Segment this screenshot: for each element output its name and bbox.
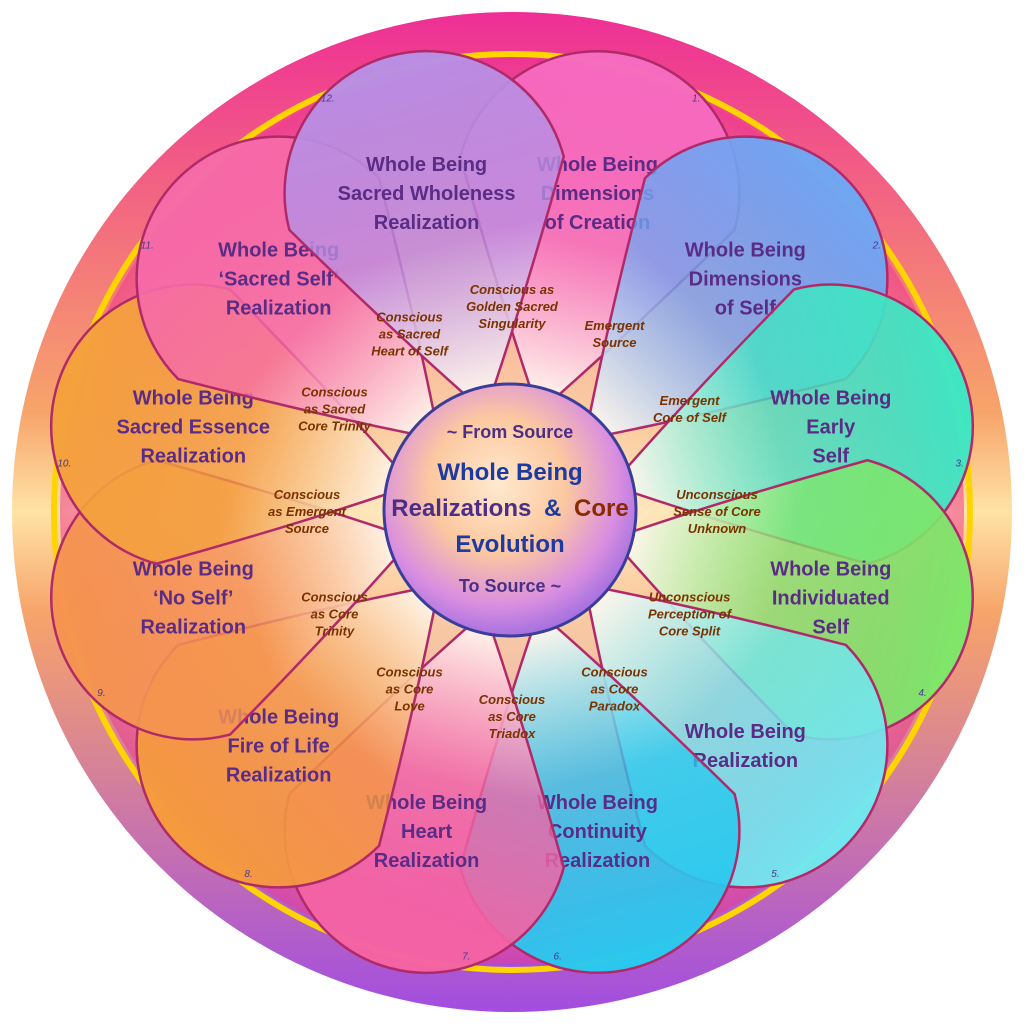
- connector-7-label-line: as Core: [386, 682, 434, 697]
- connector-3-label-line: Unconscious: [676, 487, 758, 502]
- connector-11-label-line: as Sacred: [379, 326, 441, 341]
- petal-4-number: 4.: [918, 688, 926, 699]
- center-circle: [382, 382, 638, 638]
- connector-6-label-line: Triadox: [489, 726, 536, 741]
- connector-10-label-line: as Sacred: [304, 402, 366, 417]
- petal-10-title-line: Whole Being: [133, 388, 254, 410]
- connector-3-label-line: Unknown: [688, 521, 747, 536]
- petal-12-number: 12.: [321, 93, 335, 104]
- petal-5-title-line: Realization: [693, 750, 799, 772]
- connector-12-label-line: Conscious as: [470, 282, 555, 297]
- connector-4-label-line: Perception of: [648, 607, 733, 622]
- petal-1-title-line: Dimensions: [541, 183, 654, 205]
- connector-7-label-line: Love: [394, 699, 424, 714]
- petal-12: [283, 50, 566, 402]
- connector-5-label-line: Paradox: [589, 699, 641, 714]
- connector-1-label-line: Source: [592, 335, 636, 350]
- petal-7-title-line: Whole Being: [366, 792, 487, 814]
- center-evolution: Evolution: [455, 531, 564, 558]
- petal-2-number: 2.: [872, 241, 881, 252]
- petal-4-title-line: Whole Being: [770, 558, 891, 580]
- petal-11-title-line: Realization: [226, 298, 332, 320]
- connector-9-label-line: as Emergent: [268, 504, 347, 519]
- petal-4-title-line: Self: [812, 616, 849, 638]
- petal-8-title-line: Realization: [226, 764, 332, 786]
- petal-9-title-line: Whole Being: [133, 558, 254, 580]
- connector-10-label-line: Conscious: [301, 385, 367, 400]
- petal-6-number: 6.: [554, 952, 562, 963]
- connector-9-label-line: Source: [285, 521, 329, 536]
- petal-7-title-line: Realization: [374, 850, 480, 872]
- center-realizations: Realizations: [391, 495, 531, 522]
- petal-6-title-line: Continuity: [548, 821, 648, 843]
- petal-6-title-line: Whole Being: [537, 792, 658, 814]
- petal-3-title-line: Early: [806, 417, 856, 439]
- connector-2-label-line: Core of Self: [653, 410, 728, 425]
- petal-2-title-line: Dimensions: [689, 269, 802, 291]
- connector-6-label-line: as Core: [488, 709, 536, 724]
- petal-8-number: 8.: [244, 869, 252, 880]
- connector-4-label-line: Core Split: [659, 624, 721, 639]
- connector-5-label-line: Conscious: [581, 665, 647, 680]
- petal-9-title-line: Realization: [140, 616, 246, 638]
- connector-4-label-line: Unconscious: [649, 590, 731, 605]
- petal-7-number: 7.: [462, 952, 470, 963]
- petal-3-title-line: Self: [812, 446, 849, 468]
- connector-6-label-line: Conscious: [479, 692, 545, 707]
- center-from-source: ~ From Source: [447, 422, 574, 442]
- connector-7-label-line: Conscious: [376, 665, 442, 680]
- petal-5-number: 5.: [771, 869, 779, 880]
- petal-7-title-line: Heart: [401, 821, 452, 843]
- petal-12-title-line: Whole Being: [366, 154, 487, 176]
- connector-9-label-line: Conscious: [274, 487, 340, 502]
- connector-5-label-line: as Core: [591, 682, 639, 697]
- center-hub: ~ From Source Whole Being Realizations &…: [382, 382, 638, 638]
- petal-10-title-line: Realization: [140, 446, 246, 468]
- center-ampersand: &: [544, 495, 561, 522]
- petal-2-title-line: of Self: [715, 298, 776, 320]
- center-whole-being: Whole Being: [437, 459, 582, 486]
- connector-8-label-line: as Core: [311, 607, 359, 622]
- petal-3-title-line: Whole Being: [770, 388, 891, 410]
- connector-8-label-line: Conscious: [301, 590, 367, 605]
- connector-8-label-line: Trinity: [315, 624, 355, 639]
- connector-1-label-line: Emergent: [585, 318, 646, 333]
- connector-12-label-line: Golden Sacred: [466, 299, 559, 314]
- connector-11-label-line: Conscious: [376, 309, 442, 324]
- petal-1-title-line: Whole Being: [537, 154, 658, 176]
- center-realizations-line: Realizations & Core: [391, 495, 628, 522]
- connector-2-label-line: Emergent: [660, 393, 721, 408]
- connector-3-label-line: Sense of Core: [673, 504, 760, 519]
- petal-4-title-line: Individuated: [772, 587, 890, 609]
- petal-12-title-line: Sacred Wholeness: [338, 183, 516, 205]
- center-to-source: To Source ~: [459, 576, 561, 596]
- connector-12-label-line: Singularity: [478, 316, 546, 331]
- petal-5-title-line: Whole Being: [685, 721, 806, 743]
- petal-10-number: 10.: [57, 458, 71, 469]
- petal-9-title-line: ‘No Self’: [153, 587, 233, 609]
- connector-10-label-line: Core Trinity: [298, 419, 371, 434]
- petal-6-title-line: Realization: [545, 850, 651, 872]
- petal-3-number: 3.: [955, 458, 963, 469]
- petal-1-title-line: of Creation: [545, 212, 651, 234]
- connector-11-label-line: Heart of Self: [371, 343, 449, 358]
- petal-12-title-line: Realization: [374, 212, 480, 234]
- petal-11-number: 11.: [141, 241, 154, 252]
- petal-9-number: 9.: [97, 688, 105, 699]
- petal-1-number: 1.: [692, 93, 700, 104]
- gold-ring: [51, 51, 973, 973]
- petal-2-title-line: Whole Being: [685, 240, 806, 262]
- petal-11-title-line: ‘Sacred Self’: [218, 269, 338, 291]
- center-core: Core: [574, 495, 629, 522]
- petal-10-title-line: Sacred Essence: [117, 417, 270, 439]
- petal-8-title-line: Fire of Life: [228, 735, 330, 757]
